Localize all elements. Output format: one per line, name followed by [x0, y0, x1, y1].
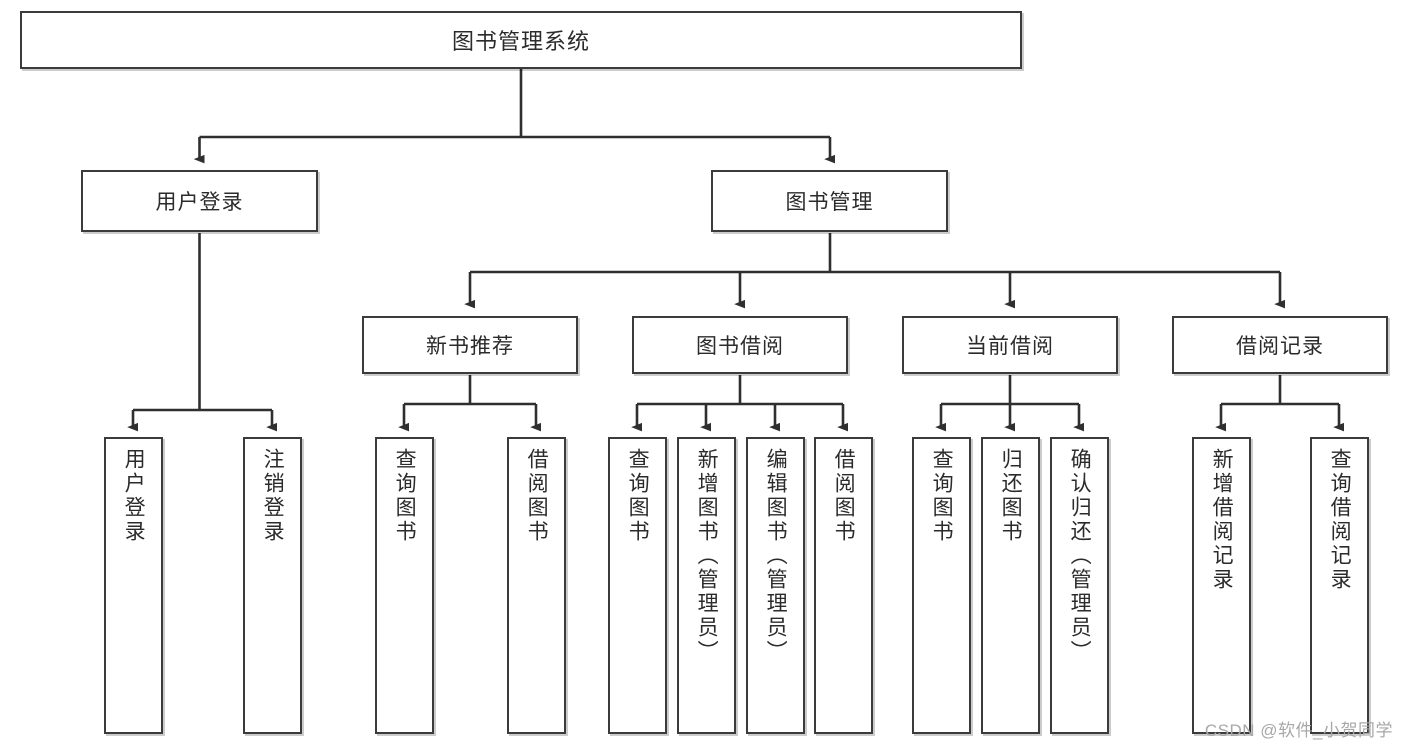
node-label: 图书管理: [785, 191, 874, 214]
node-user-login[interactable]: 用户登录: [81, 170, 318, 232]
leaf-new-book-query-books[interactable]: 查询图书: [375, 437, 434, 734]
node-label: 图书管理系统: [451, 29, 590, 54]
node-borrowing-record[interactable]: 借阅记录: [1172, 316, 1388, 374]
leaf-borrow-add-book-admin[interactable]: 新增图书（管理员）: [677, 437, 736, 734]
csdn-watermark: CSDN @软件_小贺同学: [1204, 721, 1393, 740]
node-label: 新增借阅记录: [1210, 448, 1234, 592]
node-label: 归还图书: [999, 448, 1023, 544]
node-current-borrowing[interactable]: 当前借阅: [902, 316, 1118, 374]
node-label: 查询图书: [626, 448, 650, 544]
leaf-user-login[interactable]: 用户登录: [104, 437, 163, 734]
node-label: 注销登录: [261, 448, 285, 544]
node-label: 编辑图书（管理员）: [764, 448, 788, 664]
node-root-book-management-system[interactable]: 图书管理系统: [20, 11, 1022, 69]
leaf-borrow-borrow-books[interactable]: 借阅图书: [814, 437, 873, 734]
leaf-borrow-query-books[interactable]: 查询图书: [608, 437, 667, 734]
node-label: 当前借阅: [966, 335, 1054, 358]
node-label: 图书借阅: [696, 335, 784, 358]
node-label: 借阅记录: [1236, 335, 1324, 358]
node-label: 借阅图书: [832, 448, 856, 544]
node-label: 用户登录: [122, 448, 146, 544]
leaf-logout[interactable]: 注销登录: [243, 437, 302, 734]
leaf-current-return-books[interactable]: 归还图书: [981, 437, 1040, 734]
node-book-management[interactable]: 图书管理: [711, 170, 948, 232]
node-label: 新增图书（管理员）: [695, 448, 719, 664]
leaf-new-book-borrow-books[interactable]: 借阅图书: [507, 437, 566, 734]
node-book-borrowing[interactable]: 图书借阅: [632, 316, 848, 374]
node-new-book-recommendation[interactable]: 新书推荐: [362, 316, 578, 374]
node-label: 确认归还（管理员）: [1068, 448, 1092, 664]
node-label: 查询图书: [393, 448, 417, 544]
node-label: 新书推荐: [426, 335, 514, 358]
leaf-record-add-borrow-record[interactable]: 新增借阅记录: [1192, 437, 1251, 734]
leaf-current-confirm-return-admin[interactable]: 确认归还（管理员）: [1050, 437, 1109, 734]
node-label: 借阅图书: [525, 448, 549, 544]
leaf-current-query-books[interactable]: 查询图书: [912, 437, 971, 734]
node-label: 用户登录: [155, 191, 244, 214]
leaf-record-query-borrow-record[interactable]: 查询借阅记录: [1310, 437, 1369, 734]
leaf-borrow-edit-book-admin[interactable]: 编辑图书（管理员）: [746, 437, 805, 734]
node-label: 查询图书: [930, 448, 954, 544]
node-label: 查询借阅记录: [1328, 448, 1352, 592]
